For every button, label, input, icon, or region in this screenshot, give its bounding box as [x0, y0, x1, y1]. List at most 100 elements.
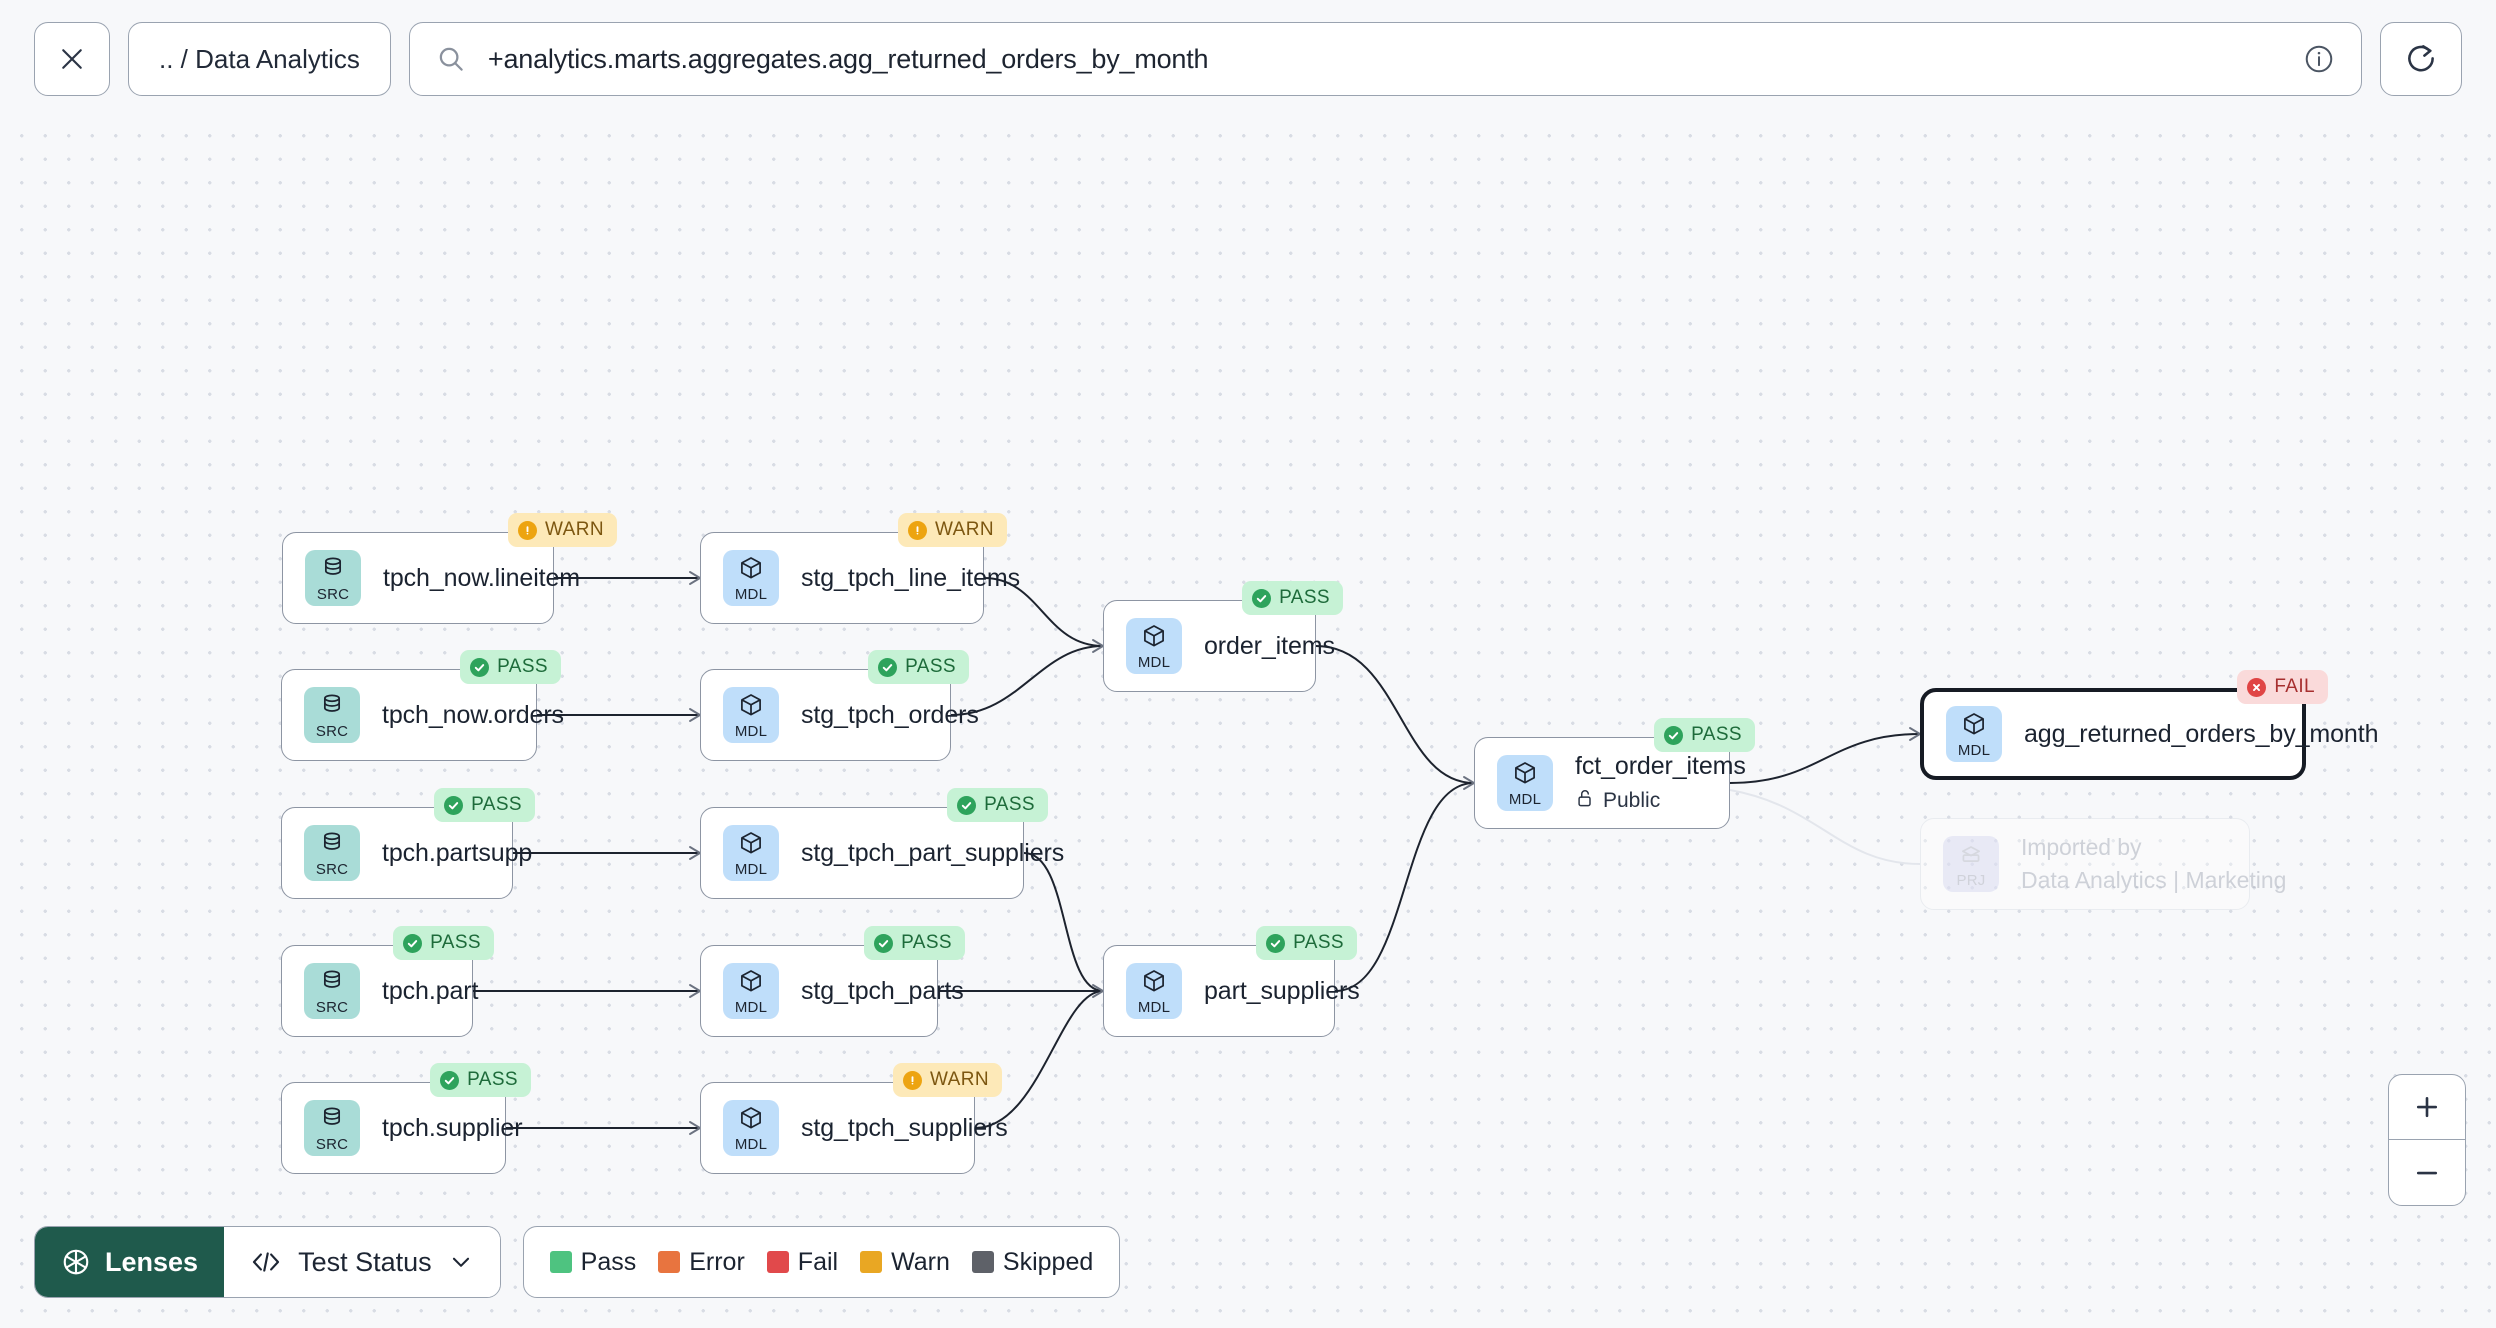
node-type-label: MDL [1957, 741, 1991, 759]
graph-node-order_items[interactable]: MDL order_items PASS [1103, 581, 1343, 692]
cube-icon [1141, 623, 1167, 654]
node-title: tpch.part [382, 976, 479, 1005]
legend-item-error[interactable]: Error [658, 1248, 745, 1277]
node-type-label: SRC [316, 585, 350, 603]
breadcrumb[interactable]: .. / Data Analytics [128, 22, 391, 96]
status-badge-pass[interactable]: PASS [434, 788, 535, 822]
zoom-in-button[interactable] [2389, 1075, 2465, 1140]
lenses-button[interactable]: Lenses [35, 1227, 225, 1297]
legend-label: Fail [797, 1247, 839, 1276]
search-bar[interactable]: +analytics.marts.aggregates.agg_returned… [408, 22, 2362, 96]
status-badge-warn[interactable]: WARN [898, 513, 1007, 547]
mdl-type-badge: MDL [1126, 963, 1182, 1019]
legend-item-skipped[interactable]: Skipped [971, 1248, 1093, 1277]
cube-icon [738, 830, 764, 861]
node-type-label: MDL [1137, 653, 1171, 671]
node-type-label: MDL [1508, 790, 1542, 808]
status-badge-pass[interactable]: PASS [430, 1063, 531, 1097]
graph-node-stg_tpch_orders[interactable]: MDL stg_tpch_orders PASS [700, 650, 979, 761]
cube-icon [1141, 968, 1167, 999]
refresh-button[interactable] [2380, 22, 2462, 96]
status-badge-pass[interactable]: PASS [947, 788, 1048, 822]
node-title: stg_tpch_line_items [801, 563, 1021, 592]
status-badge-fail[interactable]: FAIL [2237, 670, 2328, 704]
status-badge-pass[interactable]: PASS [1654, 718, 1755, 752]
graph-node-stg_tpch_line_items[interactable]: MDL stg_tpch_line_items WARN [700, 513, 1021, 624]
test-status-dropdown[interactable]: Test Status [224, 1227, 500, 1297]
node-text: tpch.supplier [382, 1114, 523, 1143]
mdl-type-badge: MDL [1946, 706, 2002, 762]
node-text: order_items [1204, 632, 1335, 661]
node-title: stg_tpch_orders [801, 700, 979, 729]
unlock-icon [1575, 787, 1595, 815]
node-text: stg_tpch_suppliers [801, 1114, 1008, 1143]
node-title: tpch_now.orders [382, 700, 564, 729]
status-badge-pass[interactable]: PASS [1242, 581, 1343, 615]
legend-swatch-icon [860, 1251, 883, 1273]
minus-icon [2412, 1158, 2442, 1188]
refresh-icon [2404, 42, 2438, 76]
src-type-badge: SRC [304, 687, 360, 743]
database-icon [319, 830, 345, 861]
lenses-control-group: Lenses Test Status [34, 1226, 501, 1298]
cube-icon [1961, 711, 1987, 742]
legend-item-warn[interactable]: Warn [860, 1248, 950, 1277]
status-label: WARN [545, 519, 604, 540]
status-dot-icon [874, 933, 894, 953]
mdl-type-badge: MDL [723, 687, 779, 743]
node-title: fct_order_items [1575, 751, 1746, 780]
mdl-type-badge: MDL [723, 550, 779, 606]
node-type-label: PRJ [1956, 871, 1986, 889]
mdl-type-badge: MDL [1126, 618, 1182, 674]
status-badge-pass[interactable]: PASS [868, 650, 969, 684]
status-badge-warn[interactable]: WARN [508, 513, 617, 547]
status-badge-pass[interactable]: PASS [864, 926, 965, 960]
database-icon [319, 1105, 345, 1136]
status-dot-icon [903, 1070, 923, 1090]
search-icon [436, 44, 466, 74]
graph-node-tpch_supplier[interactable]: SRC tpch.supplier PASS [281, 1063, 531, 1174]
status-legend: Pass Error Fail Warn Skipped [522, 1226, 1121, 1298]
src-type-badge: SRC [304, 1100, 360, 1156]
graph-node-tpch_now_orders[interactable]: SRC tpch_now.orders PASS [281, 650, 564, 761]
node-text: tpch.partsupp [382, 838, 533, 868]
search-input[interactable]: +analytics.marts.aggregates.agg_returned… [487, 43, 1209, 74]
legend-swatch-icon [766, 1251, 789, 1273]
status-badge-warn[interactable]: WARN [893, 1063, 1002, 1097]
info-icon[interactable] [2303, 43, 2335, 75]
node-title: stg_tpch_part_suppliers [801, 838, 1065, 867]
status-dot-icon [1266, 933, 1286, 953]
status-dot-icon [878, 657, 898, 677]
database-icon [320, 555, 346, 586]
legend-item-pass[interactable]: Pass [549, 1248, 636, 1277]
graph-node-agg_returned_orders_by_month[interactable]: MDL agg_returned_orders_by_month FAIL [1920, 670, 2378, 780]
legend-item-fail[interactable]: Fail [766, 1247, 839, 1277]
status-label: PASS [1279, 587, 1330, 608]
status-badge-pass[interactable]: PASS [393, 926, 494, 960]
status-label: PASS [984, 794, 1035, 815]
status-dot-icon [957, 795, 977, 815]
status-label: PASS [497, 656, 548, 677]
legend-label: Error [689, 1247, 745, 1276]
close-icon [57, 44, 87, 74]
status-label: PASS [905, 656, 956, 677]
node-text: agg_returned_orders_by_month [2024, 720, 2378, 749]
status-badge-pass[interactable]: PASS [1256, 926, 1357, 960]
cube-icon [1512, 760, 1538, 791]
node-title: tpch.partsupp [382, 838, 533, 867]
prj-type-badge: PRJ [1943, 836, 1999, 892]
src-type-badge: SRC [305, 550, 361, 606]
status-dot-icon [440, 1070, 460, 1090]
status-badge-pass[interactable]: PASS [460, 650, 561, 684]
close-button[interactable] [34, 22, 110, 96]
zoom-out-button[interactable] [2389, 1140, 2465, 1205]
